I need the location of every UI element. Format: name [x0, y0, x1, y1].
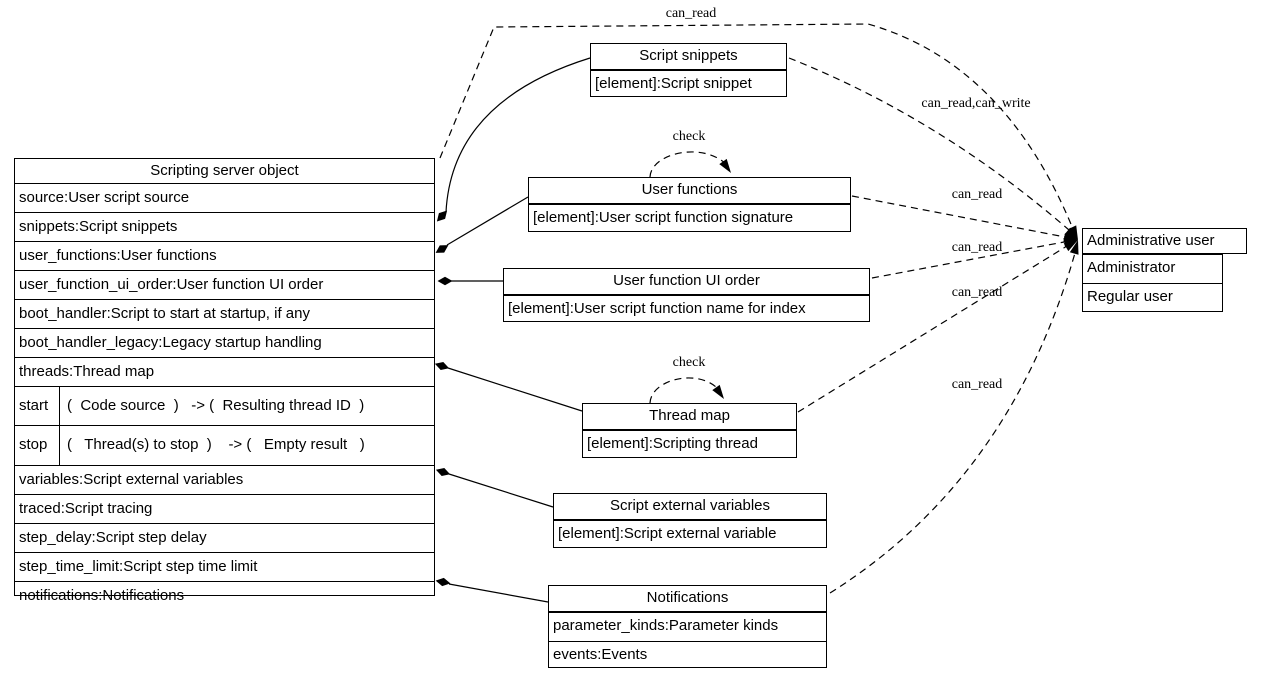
- attr-row-boot-handler: boot_handler:Script to start at startup,…: [15, 299, 434, 328]
- edge-threads: [447, 367, 583, 412]
- edge-user-functions: [446, 196, 529, 246]
- edge-label-check-user-functions: check: [672, 129, 706, 144]
- method-signature: ( Code source ) -> ( Resulting thread ID…: [67, 397, 365, 414]
- arrowhead-snippets: [1064, 227, 1078, 240]
- edge-snippets-can-read-write: [788, 57, 1070, 231]
- node-user-functions: User functions [element]:User script fun…: [528, 177, 851, 232]
- attr-row-threads: threads:Thread map: [15, 357, 434, 386]
- diamond-ui-order: [437, 276, 453, 286]
- attr-row-events: events:Events: [549, 641, 826, 670]
- edge-snippets: [445, 57, 591, 213]
- arrowhead-notifications: [1069, 240, 1079, 255]
- row-regular-user: Regular user: [1083, 283, 1222, 312]
- node-title: Notifications: [549, 586, 826, 612]
- edge-label-thread-map-perms: can_read: [951, 285, 1003, 300]
- node-scripting-server-object: Scripting server object source:User scri…: [14, 158, 435, 604]
- node-notifications: Notifications parameter_kinds:Parameter …: [548, 585, 827, 668]
- edge-ui-order-can-read: [871, 241, 1065, 279]
- arrowhead-check-thread-map: [712, 384, 724, 399]
- node-title: Script snippets: [591, 44, 786, 70]
- diamond-snippets: [436, 210, 448, 222]
- diamond-variables: [435, 468, 451, 476]
- attr-row-snippets: snippets:Script snippets: [15, 212, 434, 241]
- attr-row-step-delay: step_delay:Script step delay: [15, 523, 434, 552]
- method-name: start: [15, 387, 60, 425]
- node-script-snippets: Script snippets [element]:Script snippet: [590, 43, 787, 97]
- element-row: [element]:User script function signature: [529, 204, 850, 233]
- edge-user-functions-can-read: [851, 195, 1066, 238]
- attr-row-traced: traced:Script tracing: [15, 494, 434, 523]
- attr-row-user-functions: user_functions:User functions: [15, 241, 434, 270]
- node-title: Thread map: [583, 404, 796, 430]
- attr-row-boot-handler-legacy: boot_handler_legacy:Legacy startup handl…: [15, 328, 434, 357]
- edge-label-ui-order-perms: can_read: [951, 240, 1003, 255]
- edge-notifications-can-read: [829, 252, 1076, 594]
- edge-thread-map-can-read: [797, 245, 1068, 413]
- attr-row-notifications: notifications:Notifications: [15, 581, 434, 610]
- diamond-notifications: [435, 577, 451, 587]
- diamond-user-functions: [435, 245, 449, 253]
- method-name: stop: [15, 426, 60, 465]
- arrowhead-check-user-functions: [719, 158, 731, 173]
- element-row: [element]:Script snippet: [591, 70, 786, 98]
- edge-check-user-functions: [649, 151, 728, 178]
- node-user-function-ui-order: User function UI order [element]:User sc…: [503, 268, 870, 322]
- edge-label-notifications-perms: can_read: [951, 377, 1003, 392]
- attr-row-user-function-ui-order: user_function_ui_order:User function UI …: [15, 270, 434, 299]
- node-title: User function UI order: [504, 269, 869, 295]
- edge-label-user-functions-perms: can_read: [951, 187, 1003, 202]
- node-title: User functions: [529, 178, 850, 204]
- node-administrative-user-rows: Administrator Regular user: [1082, 254, 1223, 312]
- element-row: [element]:Script external variable: [554, 520, 826, 549]
- edge-server-can-read: [439, 23, 1074, 230]
- method-signature: ( Thread(s) to stop ) -> ( Empty result …: [67, 436, 365, 453]
- edge-label-check-thread-map: check: [672, 355, 706, 370]
- node-title: Administrative user: [1087, 232, 1215, 249]
- node-administrative-user-title: Administrative user: [1082, 228, 1247, 254]
- edge-check-thread-map: [649, 377, 721, 404]
- method-row-start: start ( Code source ) -> ( Resulting thr…: [15, 386, 434, 425]
- arrowhead-thread-map: [1063, 240, 1078, 252]
- edge-notifications: [448, 583, 549, 603]
- attr-row-source: source:User script source: [15, 183, 434, 212]
- node-script-external-variables: Script external variables [element]:Scri…: [553, 493, 827, 548]
- element-row: [element]:User script function name for …: [504, 295, 869, 323]
- edge-label-server-can-read: can_read: [665, 6, 717, 21]
- edge-label-snippets-perms: can_read,can_write: [921, 96, 1031, 111]
- edge-variables: [448, 473, 554, 508]
- diamond-threads: [434, 362, 450, 370]
- node-thread-map: Thread map [element]:Scripting thread: [582, 403, 797, 458]
- attr-row-parameter-kinds: parameter_kinds:Parameter kinds: [549, 612, 826, 641]
- attr-row-variables: variables:Script external variables: [15, 465, 434, 494]
- attr-row-step-time-limit: step_time_limit:Script step time limit: [15, 552, 434, 581]
- method-row-stop: stop ( Thread(s) to stop ) -> ( Empty re…: [15, 425, 434, 465]
- node-title: Scripting server object: [150, 162, 299, 179]
- node-title: Script external variables: [554, 494, 826, 520]
- element-row: [element]:Scripting thread: [583, 430, 796, 459]
- row-administrator: Administrator: [1087, 259, 1176, 276]
